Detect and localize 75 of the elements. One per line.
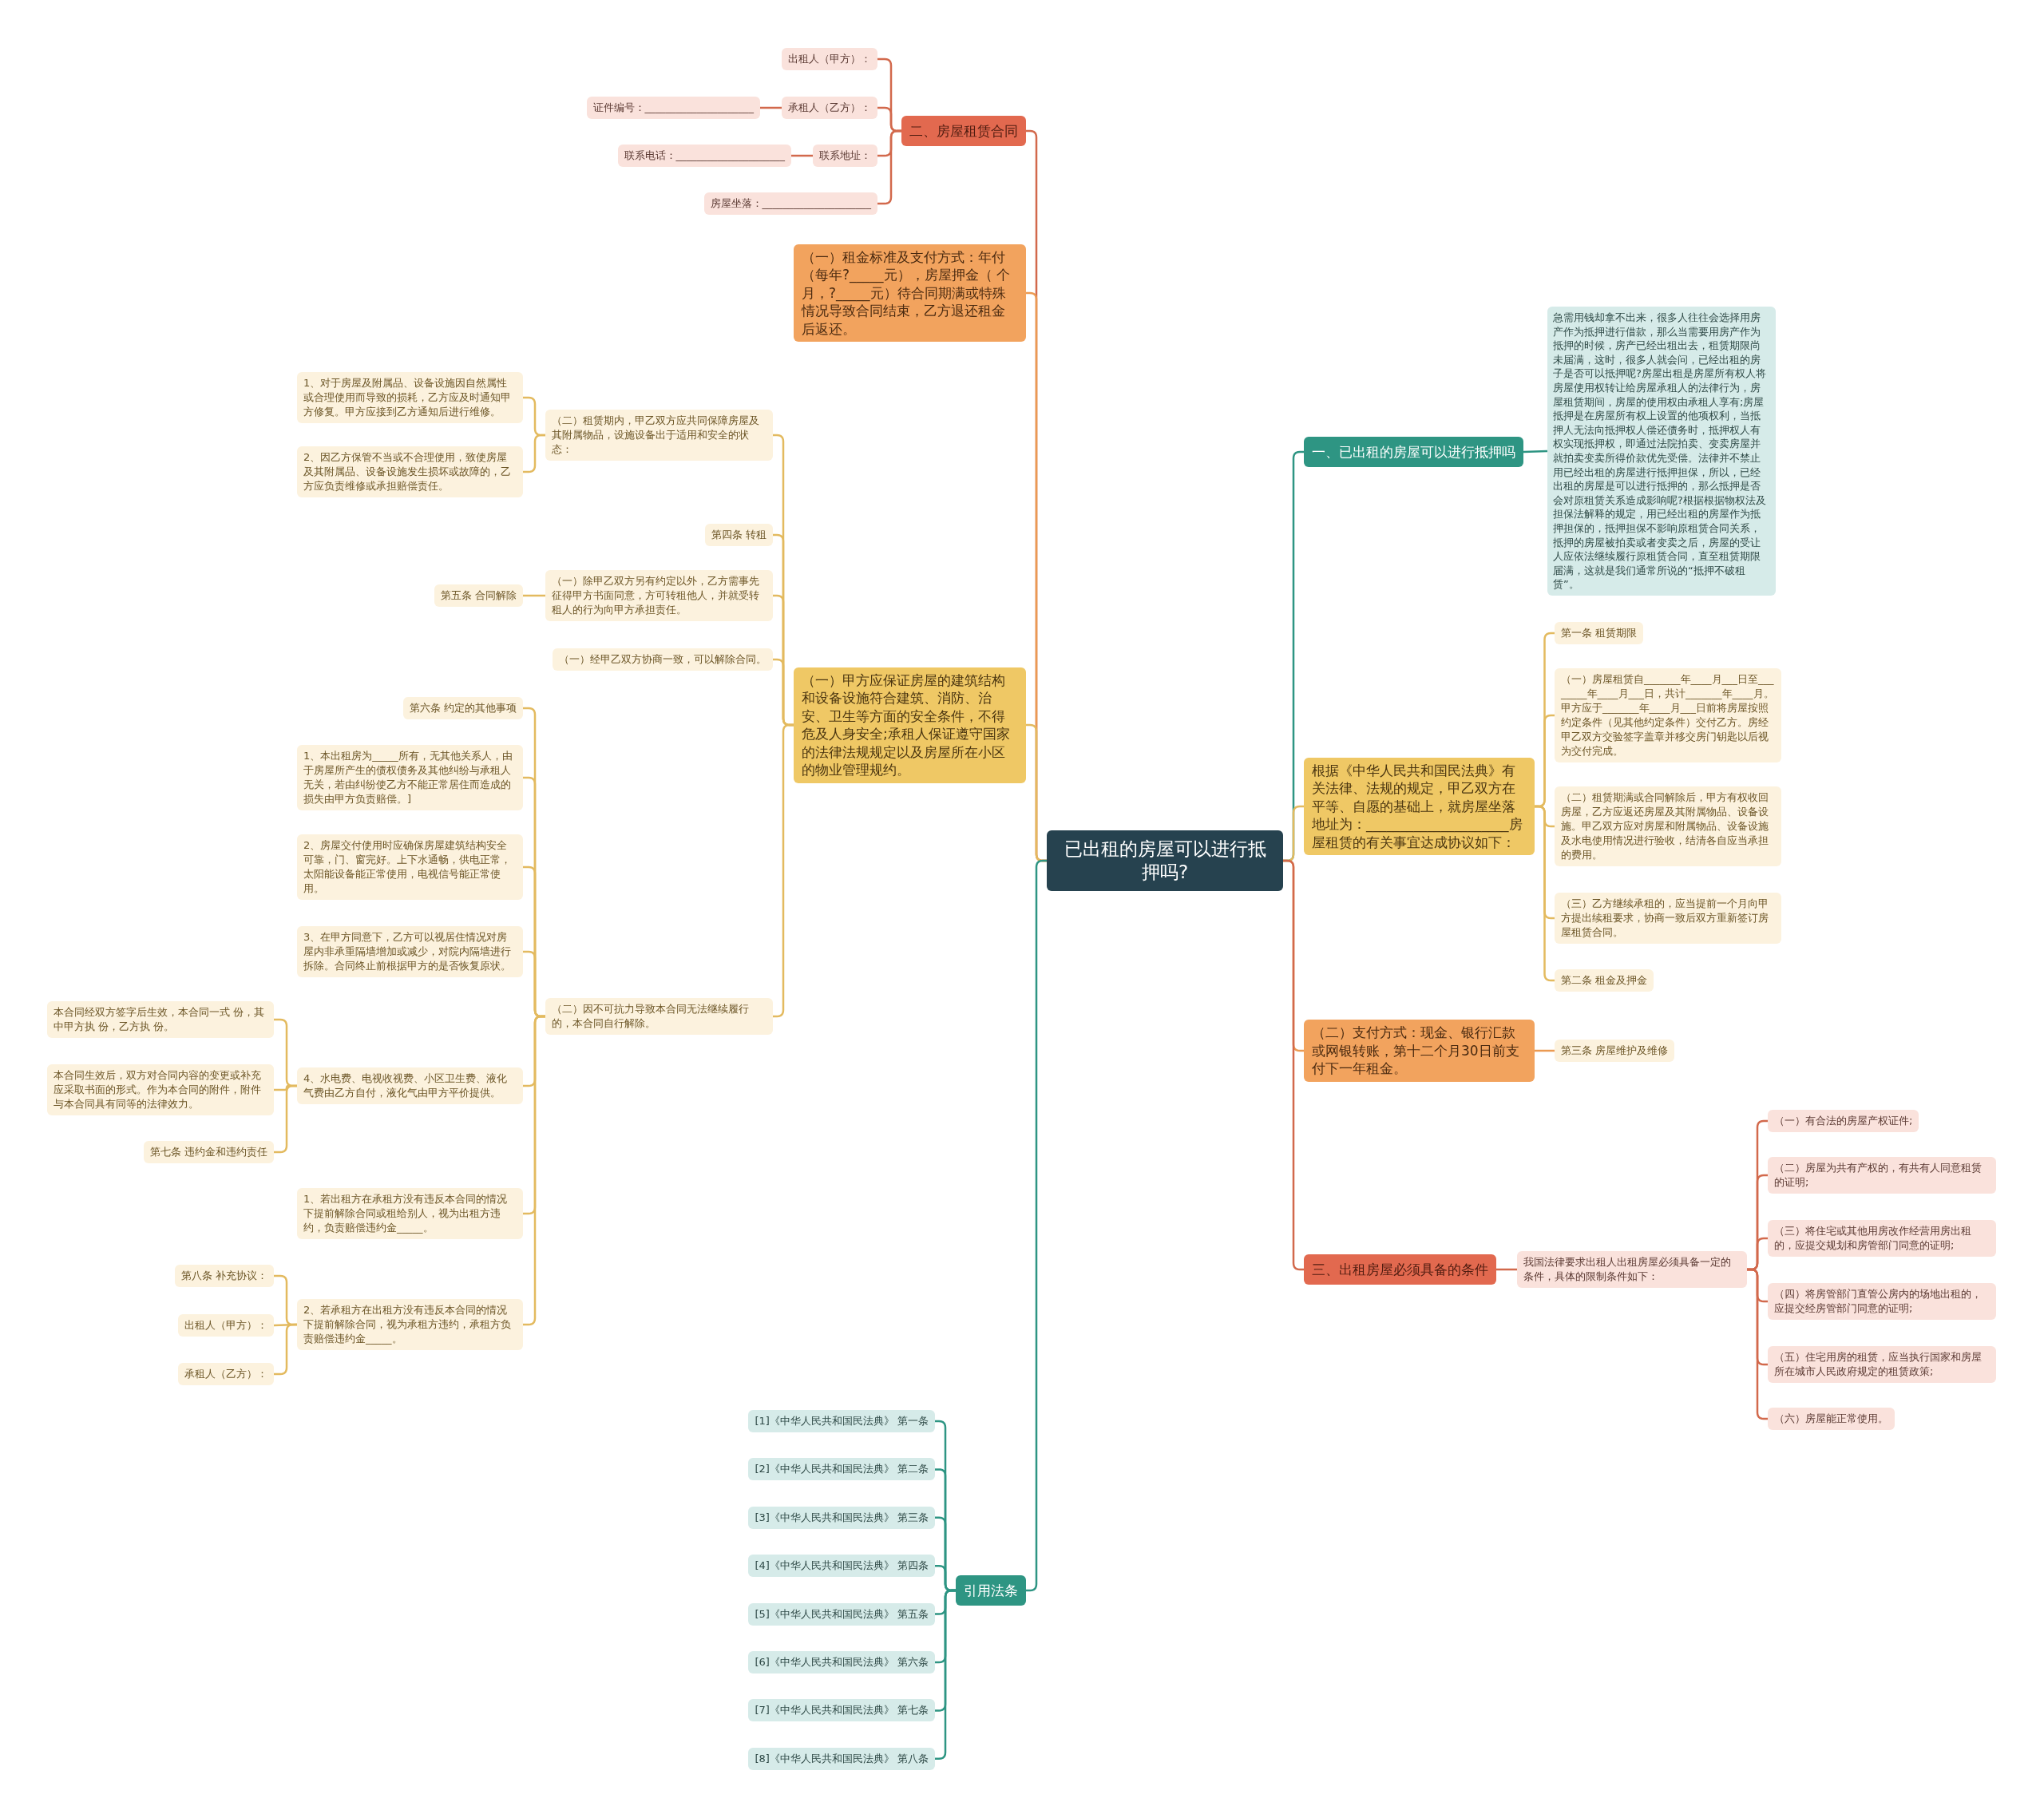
topic-box: 联系地址：: [813, 145, 877, 167]
citation-box: [3]《中华人民共和国民法典》 第三条: [748, 1506, 935, 1529]
citation-box: [4]《中华人民共和国民法典》 第四条: [748, 1555, 935, 1578]
topic-box: （一）除甲乙双方另有约定以外，乙方需事先征得甲方书面同意，方可转租他人，并就受转租人的行为向甲方承担责任。: [545, 570, 773, 621]
connector-line: [1535, 1049, 1555, 1052]
topic-box: （一）有合法的房屋产权证件;: [1768, 1110, 1919, 1132]
connector-line: [274, 1323, 297, 1376]
topic-box: 3、在甲方同意下，乙方可以视居住情况对房屋内非承重隔墙增加或减少，对院内隔墙进行拆除。合同终止前根据甲方的是否恢复原状。: [297, 926, 523, 977]
topic-box: （六）房屋能正常使用。: [1768, 1408, 1895, 1430]
topic-box: （四）将房管部门直管公房内的场地出租的，应提交经房管部门同意的证明;: [1768, 1283, 1996, 1320]
topic-box: 本合同生效后，双方对合同内容的变更或补充应采取书面的形式。作为本合同的附件，附件与本合同具有同等的法律效力。: [47, 1064, 274, 1115]
topic-box: 4、水电费、电视收视费、小区卫生费、液化气费由乙方自付，液化气由甲方平价提供。: [297, 1067, 523, 1104]
topic-box: 第四条 转租: [704, 524, 773, 546]
branch-topic: 一、已出租的房屋可以进行抵押吗: [1304, 437, 1523, 467]
topic-box: （二）房屋为共有产权的，有共有人同意租赁的证明;: [1768, 1157, 1996, 1194]
topic-box: 第三条 房屋维护及维修: [1555, 1040, 1675, 1062]
connector-line: [773, 723, 794, 1018]
connector-line: [1523, 450, 1548, 454]
topic-box: 本合同经双方签字后生效，本合同一式 份，其中甲方执 份，乙方执 份。: [47, 1001, 274, 1038]
topic-box: 出租人（甲方）：: [782, 48, 877, 70]
topic-box: 第五条 合同解除: [434, 584, 523, 607]
connector-line: [1535, 805, 1555, 982]
topic-box: （一）房屋租赁自_______年____月___日至________年____月___日，共计_______年____月。甲方应于_______年____月___日前将房屋按照约定条件（见其他约定条件）交付乙方。房经甲乙双方交验签字盖章并移交房门钥匙以后视为交付完成。: [1555, 668, 1781, 762]
topic-box: 1、本出租房为_____所有，无其他关系人，由于房屋所产生的债权债务及其他纠纷与承租人无关，若由纠纷使乙方不能正常居住而造成的损失由甲方负责赔偿。]: [297, 745, 523, 810]
topic-box: （三）将住宅或其他用房改作经营用房出租的，应提交规划和房管部门同意的证明;: [1768, 1220, 1996, 1257]
connector-line: [1283, 859, 1304, 1271]
topic-box: 房屋坐落：_____________________: [703, 192, 877, 215]
connector-line: [523, 1015, 545, 1326]
citation-box: [2]《中华人民共和国民法典》 第二条: [748, 1458, 935, 1481]
branch-topic: 二、房屋租赁合同: [901, 116, 1026, 146]
topic-box: （二）因不可抗力导致本合同无法继续履行的，本合同自行解除。: [545, 998, 773, 1035]
branch-topic: （一）甲方应保证房屋的建筑结构和设备设施符合建筑、消防、治安、卫生等方面的安全条件，不得危及人身安全;承租人保证遵守国家的法律法规规定以及房屋所在小区的物业管理规约。: [794, 667, 1026, 783]
branch-topic: 根据《中华人民共和国民法典》有关法律、法规的规定，甲乙双方在平等、自愿的基础上，就房屋坐落地址为：_____________________房屋租赁的有关事宜达成协议如下：: [1304, 757, 1535, 856]
branch-topic: （二）支付方式：现金、银行汇款或网银转账，第十二个月30日前支付下一年租金。: [1304, 1020, 1535, 1082]
topic-box: 我国法律要求出租人出租房屋必须具备一定的条件，具体的限制条件如下：: [1517, 1251, 1747, 1288]
topic-box: 1、对于房屋及附属品、设备设施因自然属性或合理使用而导致的损耗，乙方应及时通知甲方修复。甲方应接到乙方通知后进行维修。: [297, 372, 523, 423]
topic-box: 证件编号：_____________________: [586, 97, 760, 119]
connector-line: [1747, 1268, 1768, 1420]
citation-box: [7]《中华人民共和国民法典》 第七条: [748, 1699, 935, 1722]
text-box: 急需用钱却拿不出来，很多人往往会选择用房产作为抵押进行借款，那么当需要用房产作为抵押的时候，房产已经出租出去，租赁期限尚未届满，这时，很多人就会问，已经出租的房子是否可以抵押呢?房屋出租是房屋所有权人将房屋使用权转让给房屋承租人的法律行为，房屋租赁期间，房屋的使用权由承租人享有;房屋抵押是在房屋所有权上设置的他项权利，当抵押人无法向抵押权人偿还债务时，抵押权人有权实现抵押权，即通过法院拍卖、变卖房屋并就拍卖变卖所得价款优先受偿。法律并不禁止用已经出租的房屋进行抵押担保，所以，已经出租的房屋是可以进行抵押的，那么抵押是否会对原租赁关系造成影响呢?根据根据物权法及担保法解释的规定，用已经出租的房屋作为抵押担保的，抵押担保不影响原租赁合同关系，抵押的房屋被拍卖或者变卖之后，房屋的受让人应依法继续履行原租赁合同，直至租赁期限届满，这就是我们通常所说的“抵押不破租赁”。: [1547, 307, 1776, 596]
topic-box: 第六条 约定的其他事项: [402, 697, 523, 719]
citation-box: [5]《中华人民共和国民法典》 第五条: [748, 1602, 935, 1626]
topic-box: 1、若出租方在承租方没有违反本合同的情况下提前解除合同或租给别人，视为出租方违约，负责赔偿违约金_____。: [297, 1188, 523, 1239]
connector-line: [1025, 859, 1048, 1592]
branch-topic: 三、出租房屋必须具备的条件: [1304, 1254, 1496, 1285]
connector-line: [274, 1084, 297, 1154]
topic-box: （二）租赁期满或合同解除后，甲方有权收回房屋，乙方应返还房屋及其附属物品、设备设施。甲乙双方应对房屋和附属物品、设备设施及水电使用情况进行验收，结清各自应当承担的费用。: [1555, 786, 1781, 866]
connector-line: [523, 434, 545, 473]
topic-box: 联系电话：_____________________: [617, 145, 791, 167]
connector-line: [760, 106, 782, 109]
topic-box: 承租人（乙方）：: [782, 97, 877, 119]
citation-box: [1]《中华人民共和国民法典》 第一条: [748, 1410, 935, 1432]
topic-box: 2、若承租方在出租方没有违反本合同的情况下提前解除合同，视为承租方违约，承租方负责赔偿违约金_____。: [297, 1299, 523, 1350]
topic-box: （二）租赁期内，甲乙双方应共同保障房屋及其附属物品，设施设备出于适用和安全的状态：: [545, 410, 773, 461]
connector-line: [523, 594, 545, 597]
citation-box: [8]《中华人民共和国民法典》 第八条: [748, 1747, 935, 1770]
citation-box: [6]《中华人民共和国民法典》 第六条: [748, 1651, 935, 1673]
topic-box: 出租人（甲方）：: [178, 1314, 274, 1337]
topic-box: 2、房屋交付使用时应确保房屋建筑结构安全可靠，门、窗完好。上下水通畅，供电正常，太阳能设备能正常使用，电视信号能正常使用。: [297, 834, 523, 900]
connector-line: [935, 1589, 956, 1761]
topic-box: 第一条 租赁期限: [1555, 622, 1644, 644]
central-topic: 已出租的房屋可以进行抵押吗?: [1047, 830, 1283, 891]
topic-box: 第八条 补充协议：: [174, 1265, 274, 1287]
topic-box: 2、因乙方保管不当或不合理使用，致使房屋及其附属品、设备设施发生损坏或故障的，乙方应负责维修或承担赔偿责任。: [297, 446, 523, 497]
branch-topic: （一）租金标准及支付方式：年付（每年?_____元），房屋押金（ 个月，?_____元）待合同期满或特殊情况导致合同结束，乙方退还租金后返还。: [794, 244, 1026, 343]
topic-box: （一）经甲乙双方协商一致，可以解除合同。: [553, 648, 773, 671]
topic-box: 第二条 租金及押金: [1555, 969, 1654, 992]
branch-topic: 引用法条: [956, 1575, 1026, 1606]
connector-line: [1496, 1268, 1517, 1271]
connector-line: [791, 154, 813, 157]
connector-line: [877, 129, 901, 205]
topic-box: 第七条 违约金和违约责任: [143, 1141, 274, 1163]
topic-box: （三）乙方继续承租的，应当提前一个月向甲方提出续租要求，协商一致后双方重新签订房屋租赁合同。: [1555, 893, 1781, 944]
topic-box: 承租人（乙方）：: [178, 1363, 274, 1385]
topic-box: （五）住宅用房的租赁，应当执行国家和房屋所在城市人民政府规定的租赁政策;: [1768, 1346, 1996, 1383]
